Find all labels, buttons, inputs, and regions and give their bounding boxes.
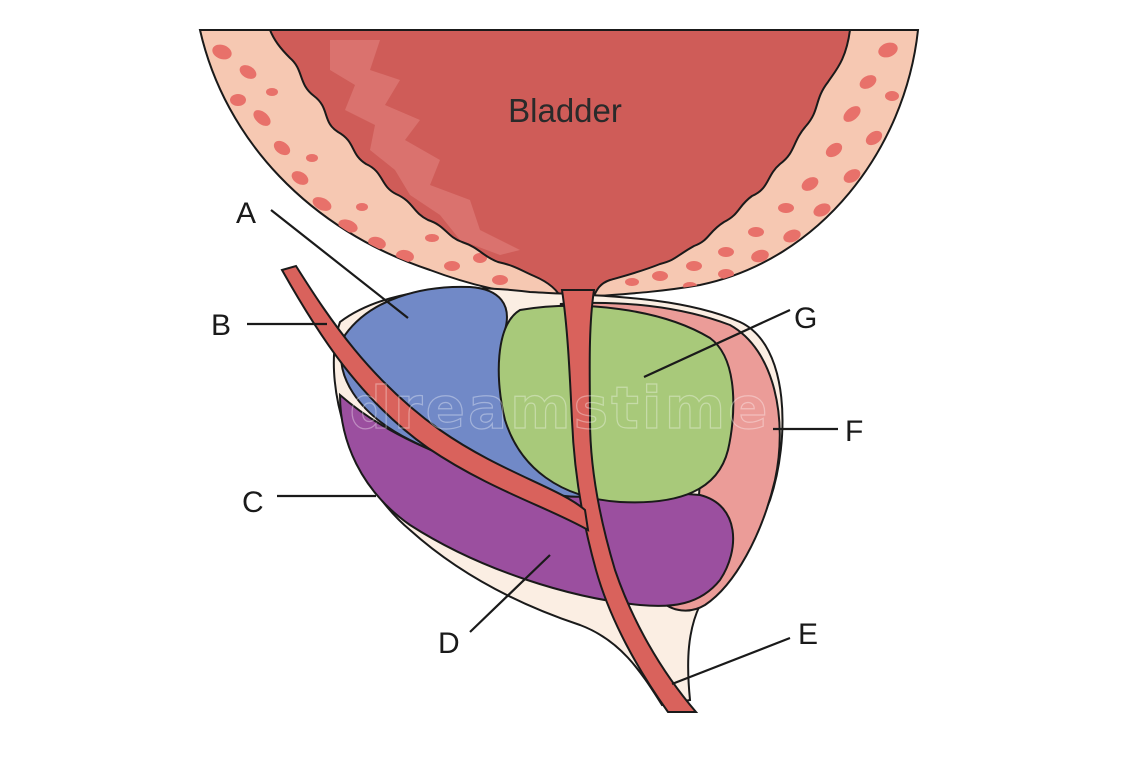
label-f: F	[845, 415, 863, 448]
bladder-lumen	[268, 29, 852, 301]
bladder-highlight	[330, 40, 520, 255]
urethra	[560, 289, 699, 713]
zone-g	[497, 304, 735, 504]
label-e: E	[798, 618, 818, 651]
bladder-wall-cells	[212, 42, 899, 290]
label-g: G	[794, 302, 817, 335]
leader-e	[671, 636, 791, 686]
leader-a	[270, 209, 409, 319]
label-b: B	[211, 309, 231, 342]
watermark: dreamstime	[350, 374, 771, 442]
ejaculatory-duct	[280, 264, 590, 532]
label-d: D	[438, 627, 460, 660]
leader-g	[643, 309, 791, 378]
leader-d	[469, 554, 551, 633]
bladder-title: Bladder	[508, 92, 622, 129]
label-a: A	[236, 197, 256, 230]
label-c: C	[242, 486, 264, 519]
